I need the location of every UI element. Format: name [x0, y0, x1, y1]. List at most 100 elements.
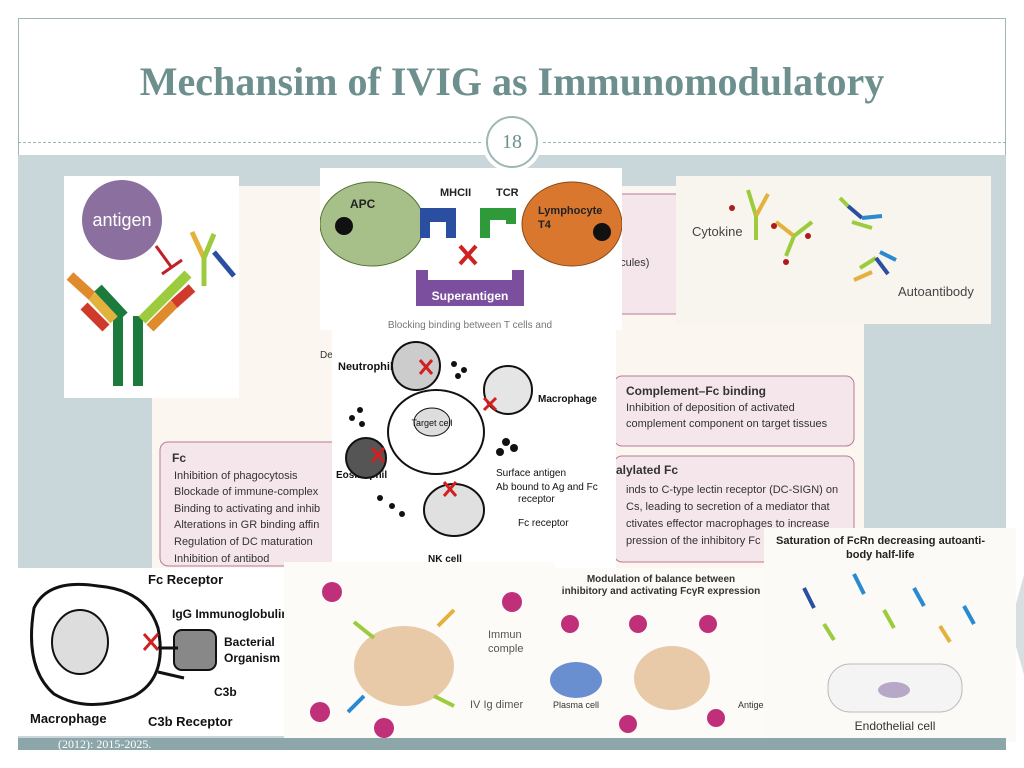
endothelial-label: Endothelial cell — [855, 719, 936, 733]
tcr-receptor — [480, 208, 516, 238]
eosinophil-cell — [345, 437, 387, 479]
antibody-icons — [746, 189, 897, 282]
macrophage-receptor-figure: Fc Receptor IgG Immunoglobulin Bacterial… — [18, 568, 288, 736]
antigen-antibody-svg: antigen — [66, 180, 236, 386]
tcr-label: TCR — [496, 187, 519, 199]
apc-nucleus — [335, 217, 353, 235]
fcgr-title-1: Modulation of balance between — [587, 574, 735, 585]
igg-label: IgG Immunoglobulin — [172, 607, 288, 621]
sialylated-line-2: Cs, leading to secretion of a mediator t… — [626, 501, 830, 513]
immune-complex-center — [354, 626, 454, 706]
superantigen-molecule — [416, 270, 524, 306]
fc-item-4: Alterations in GR binding affin — [174, 519, 319, 531]
superantigen-label: Superantigen — [432, 289, 509, 303]
fc-receptor-label: Fc receptor — [518, 518, 569, 529]
cytokine-svg: Cytokine Autoantibody — [692, 189, 974, 299]
immune-complex-label-2: comple — [488, 643, 523, 655]
sialylated-line-1: inds to C-type lectin receptor (DC-SIGN)… — [626, 484, 838, 496]
antigen-label: Antige — [738, 700, 764, 710]
page-number-badge: 18 — [486, 116, 538, 168]
antigen-center — [634, 646, 710, 710]
bacterial-organism — [173, 629, 217, 671]
fcrn-title-1: Saturation of FcRn decreasing autoanti- — [776, 535, 985, 547]
top-box-text: ecules) — [614, 257, 649, 269]
plasma-cell — [550, 662, 602, 698]
apc-label: APC — [350, 197, 376, 211]
lymphocyte-nucleus — [593, 223, 611, 241]
macrophage-label: Macrophage — [30, 711, 107, 726]
ab-bound-label-2: receptor — [518, 494, 555, 505]
cytokine-label: Cytokine — [692, 224, 743, 239]
block-x-icons — [370, 359, 498, 497]
target-cell-label: Target cell — [411, 418, 452, 428]
surface-antigen-label: Surface antigen — [496, 468, 566, 479]
c3b-receptor-label: C3b Receptor — [148, 714, 233, 729]
sialylated-line-4: pression of the inhibitory Fc — [626, 535, 761, 547]
ivig-dimer-figure: Immun comple IV Ig dimer — [284, 562, 554, 748]
neutrophil-label: Neutrophil — [338, 361, 393, 373]
ab-bound-label-1: Ab bound to Ag and Fc — [496, 482, 598, 493]
antigen-label: antigen — [92, 210, 151, 230]
complement-line-2: complement component on target tissues — [626, 418, 828, 430]
fc-receptor-cells — [310, 582, 522, 738]
footer-bar — [18, 738, 1006, 750]
large-antibody-icon — [66, 270, 196, 386]
macrophage-cell — [483, 365, 533, 415]
dimer-svg: Immun comple IV Ig dimer — [310, 582, 524, 738]
fcrn-saturation-figure: Saturation of FcRn decreasing autoanti- … — [764, 528, 1016, 742]
c3b-label: C3b — [214, 685, 237, 699]
fc-item-1: Inhibition of phagocytosis — [174, 470, 298, 482]
mhcii-label: MHCII — [440, 187, 471, 199]
fc-item-6: Inhibition of antibod — [174, 553, 269, 565]
bacterial-label-2: Organism — [224, 651, 280, 665]
fcgr-svg: Modulation of balance between inhibitory… — [550, 574, 764, 733]
antibody-icons — [802, 573, 976, 644]
lymphocyte-label-1: Lymphocyte — [538, 205, 602, 217]
macrophage-svg: Fc Receptor IgG Immunoglobulin Bacterial… — [30, 572, 288, 729]
mhcii-receptor — [420, 208, 456, 238]
macrophage-label: Macrophage — [538, 394, 597, 405]
citation-text: (2012): 2015-2025. — [58, 737, 152, 751]
cytokine-dots — [729, 205, 811, 265]
complement-line-1: Inhibition of deposition of activated — [626, 402, 795, 414]
superantigen-caption: Blocking binding between T cells and — [388, 320, 552, 330]
superantigen-svg: APC MHCII TCR Lymphocyte T4 Superantigen… — [320, 181, 622, 330]
complement-title: Complement–Fc binding — [626, 384, 766, 398]
fc-item-3: Binding to activating and inhib — [174, 503, 320, 515]
fcrn-title-2: body half-life — [846, 549, 914, 561]
neutrophil-cell — [391, 341, 441, 391]
antigen-antibody-figure: antigen — [64, 176, 239, 398]
sialylated-line-3: ctivates effector macrophages to increas… — [626, 518, 829, 530]
bacterial-label-1: Bacterial — [224, 635, 275, 649]
slide-title: Mechansim of IVIG as Immunomodulatory — [139, 59, 885, 104]
nk-cell-label: NK cell — [428, 554, 462, 565]
fc-title: Fc — [172, 451, 186, 465]
side-fragment-text: De — [320, 350, 333, 361]
fcrn-svg: Saturation of FcRn decreasing autoanti- … — [776, 535, 985, 733]
autoantibody-label: Autoantibody — [898, 284, 974, 299]
fc-receptor-cells — [561, 615, 725, 733]
fcgr-title-2: inhibitory and activating FcγR expressio… — [562, 586, 760, 597]
lymphocyte-label-2: T4 — [538, 219, 552, 231]
inhibition-bar — [161, 258, 183, 276]
superantigen-figure: APC MHCII TCR Lymphocyte T4 Superantigen… — [320, 168, 622, 330]
cytokine-autoantibody-figure: Cytokine Autoantibody — [676, 176, 991, 324]
lymphocyte-cell — [521, 181, 622, 267]
cell-interaction-svg: Neutrophil Macrophage Eosinophil Surface… — [336, 341, 598, 565]
antigen-circle — [82, 180, 162, 260]
granule-dots — [349, 361, 518, 517]
fc-receptor-label: Fc Receptor — [148, 572, 223, 587]
inhibition-line — [154, 245, 174, 269]
small-antibody-icon — [189, 230, 236, 286]
block-x-icon — [142, 633, 160, 651]
macrophage-nucleus — [51, 609, 109, 675]
sialylated-title: alylated Fc — [616, 463, 678, 477]
plasma-cell-label: Plasma cell — [553, 700, 599, 710]
antibody-icons — [346, 608, 456, 714]
fc-item-2: Blockade of immune-complex — [174, 486, 319, 498]
immune-cell-interaction-figure: Neutrophil Macrophage Eosinophil Surface… — [332, 330, 616, 568]
fcgr-modulation-figure: Modulation of balance between inhibitory… — [548, 568, 774, 744]
immune-complex-label-1: Immun — [488, 629, 522, 641]
dimer-label: IV Ig dimer — [470, 699, 524, 711]
fc-item-5: Regulation of DC maturation — [174, 536, 313, 548]
